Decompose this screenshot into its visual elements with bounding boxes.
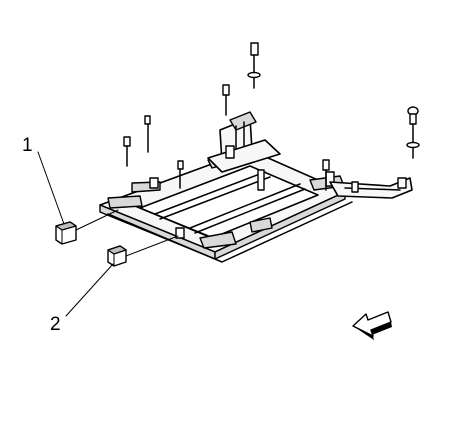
bushing-part-1 (55, 221, 77, 245)
stud-bolt (144, 115, 151, 153)
stud-bolt (322, 159, 330, 191)
leader-line-1b (75, 209, 119, 231)
stud-bolt (406, 106, 420, 159)
stud-bolt (247, 42, 261, 89)
front-direction-arrow-icon (352, 311, 392, 340)
leader-line-2 (65, 263, 114, 317)
stud-bolts (123, 42, 420, 191)
leader-lines (37, 151, 179, 317)
stud-bolt (222, 84, 230, 116)
stud-bolt (123, 136, 131, 167)
leader-line-2b (125, 235, 179, 257)
callout-label-1: 1 (22, 135, 33, 156)
callout-label-2: 2 (50, 314, 61, 335)
extension-arm (329, 177, 413, 199)
leader-line-1 (37, 151, 65, 225)
bushing-part-2 (107, 245, 127, 267)
stud-bolt (177, 160, 184, 189)
adjuster-tower (207, 111, 281, 173)
seat-frame (99, 149, 353, 263)
